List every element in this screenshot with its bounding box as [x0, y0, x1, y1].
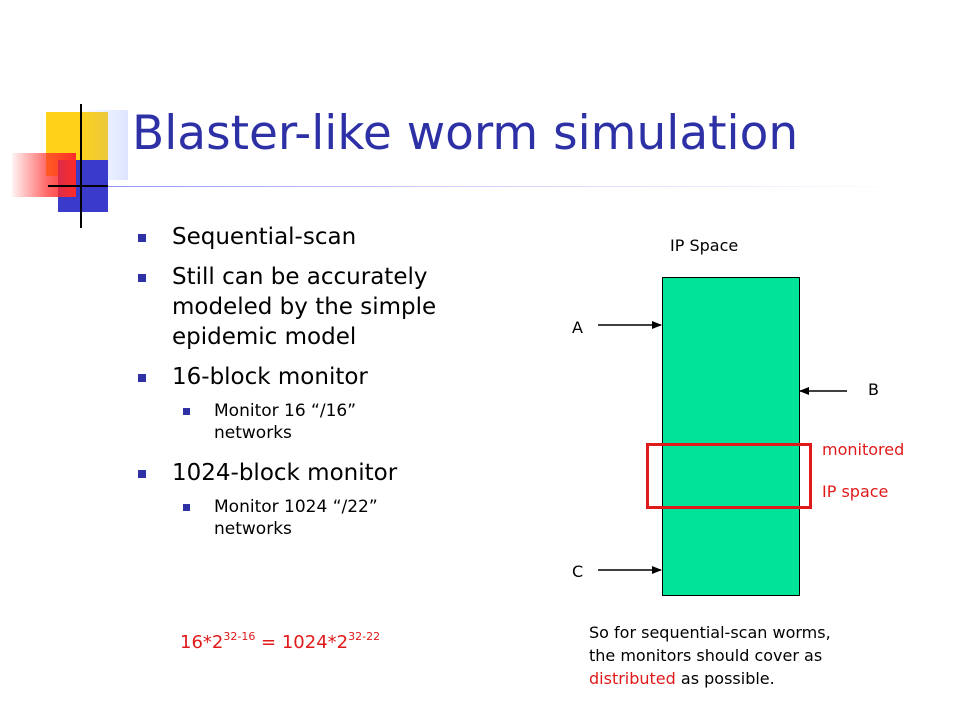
note-highlight: distributed [589, 669, 676, 688]
monitored-label-line2: IP space [822, 482, 889, 501]
note-line: So for sequential-scan worms, [589, 623, 831, 642]
bullet-item: 16-block monitor [136, 362, 516, 392]
equation: 16*232-16 = 1024*232-22 [180, 630, 380, 653]
sub-bullet-line: Monitor 1024 “/22” [214, 497, 378, 517]
sub-bullet-line: Monitor 16 “/16” [214, 401, 357, 421]
sub-bullet-line: networks [214, 423, 292, 443]
conclusion-note: So for sequential-scan worms, the monito… [589, 621, 949, 690]
monitored-label-line1: monitored [822, 440, 905, 459]
bullet-item: Sequential-scan [136, 222, 516, 252]
decor-red-square [12, 153, 76, 197]
bullet-item: 1024-block monitor [136, 458, 516, 488]
note-line: distributed as possible. [589, 667, 949, 690]
label-b: B [868, 380, 879, 399]
equation-equals: = 1024*2 [255, 632, 349, 653]
sub-bullet-line: networks [214, 519, 292, 539]
equation-right-exponent: 32-22 [348, 630, 381, 643]
label-a: A [572, 318, 583, 337]
sub-bullet-item: Monitor 16 “/16” networks [136, 400, 516, 444]
equation-left-exponent: 32-16 [223, 630, 256, 643]
decor-horizontal-line [48, 185, 108, 187]
note-line-rest: as possible. [675, 669, 775, 688]
label-c: C [572, 562, 584, 581]
monitored-region [646, 443, 812, 509]
ip-space-label: IP Space [670, 236, 739, 255]
title-underline [48, 186, 908, 187]
equation-left-base: 16*2 [180, 632, 224, 653]
slide-title: Blaster-like worm simulation [132, 106, 799, 161]
note-line: the monitors should cover as [589, 646, 823, 665]
ip-space-block [662, 277, 800, 596]
bullet-item: Still can be accurately modeled by the s… [136, 262, 516, 352]
bullet-list: Sequential-scan Still can be accurately … [136, 222, 516, 554]
sub-bullet-item: Monitor 1024 “/22” networks [136, 496, 516, 540]
decor-vertical-line [80, 104, 82, 228]
